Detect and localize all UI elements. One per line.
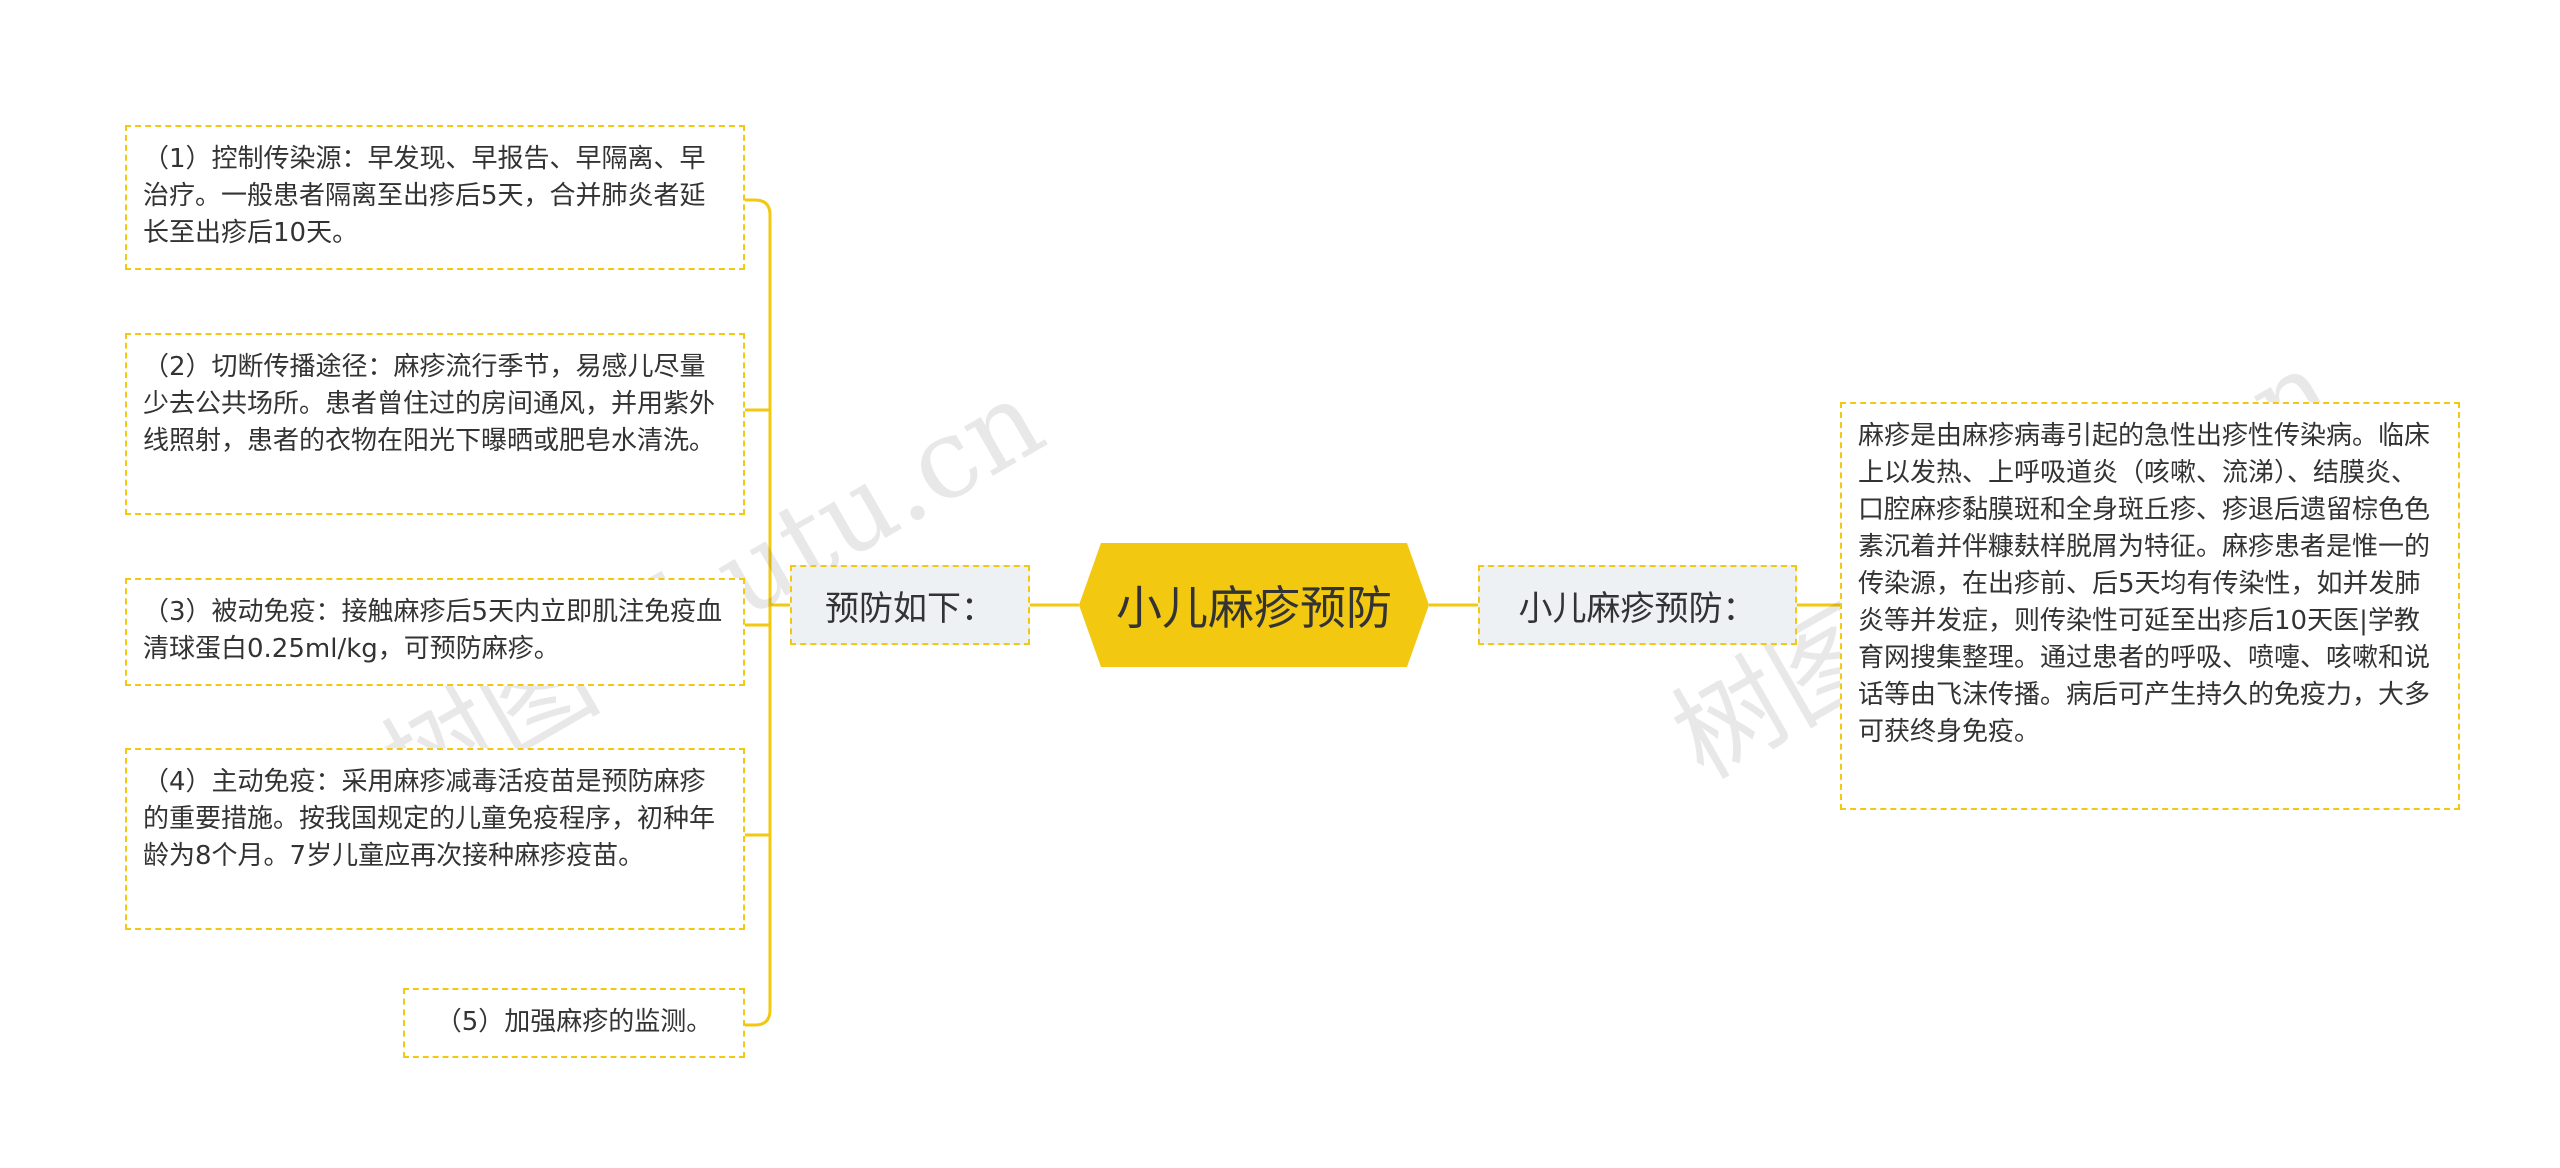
root-hexagon-shape [1079, 543, 1429, 667]
root-node[interactable]: 小儿麻疹预防 [1079, 543, 1429, 667]
right-description: 麻疹是由麻疹病毒引起的急性出疹性传染病。临床上以发热、上呼吸道炎（咳嗽、流涕）、… [1840, 402, 2460, 810]
left-item-5: （5）加强麻疹的监测。 [403, 988, 745, 1058]
branch-label-left[interactable]: 预防如下： [790, 565, 1030, 645]
left-item-3: （3）被动免疫：接触麻疹后5天内立即肌注免疫血清球蛋白0.25ml/kg，可预防… [125, 578, 745, 686]
left-trunk-connector [745, 198, 790, 1027]
left-item-4: （4）主动免疫：采用麻疹减毒活疫苗是预防麻疹的重要措施。按我国规定的儿童免疫程序… [125, 748, 745, 930]
left-item-2: （2）切断传播途径：麻疹流行季节，易感儿尽量少去公共场所。患者曾住过的房间通风，… [125, 333, 745, 515]
branch-label-right[interactable]: 小儿麻疹预防： [1478, 565, 1797, 645]
left-item-1: （1）控制传染源：早发现、早报告、早隔离、早治疗。一般患者隔离至出疹后5天，合并… [125, 125, 745, 270]
root-title: 小儿麻疹预防 [1116, 581, 1392, 635]
